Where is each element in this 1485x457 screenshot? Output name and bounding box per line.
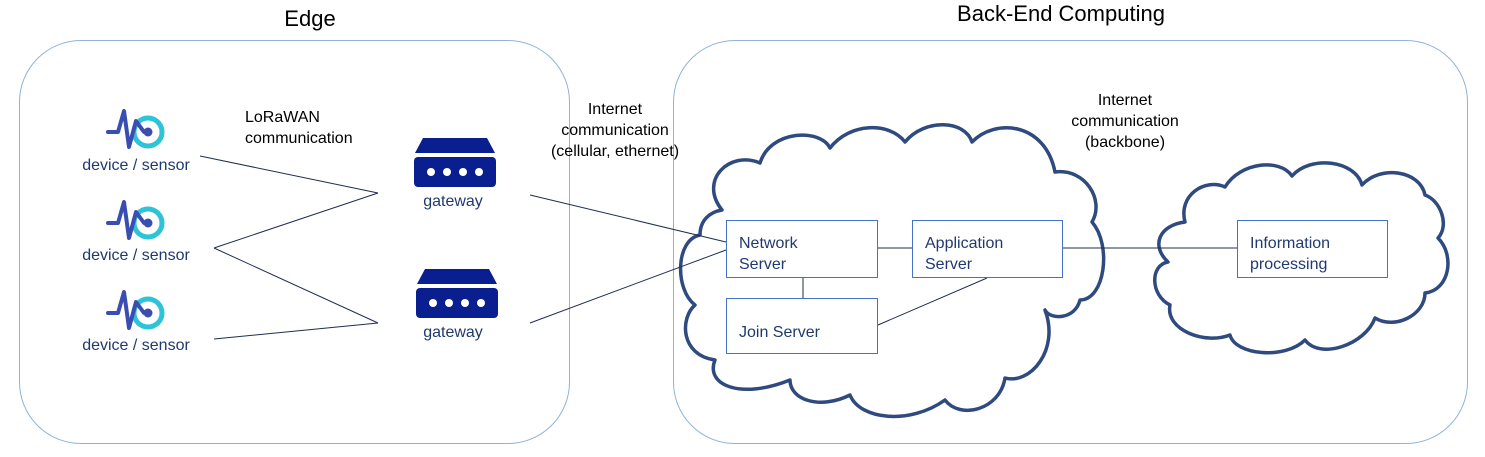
internet-communication-label: Internet communication (cellular, ethern… — [550, 101, 680, 160]
device-sensor-icon — [106, 200, 165, 240]
edge-region — [19, 40, 570, 444]
link-device1-gateway1 — [199, 155, 379, 194]
application-server-box: Application Server — [912, 220, 1063, 278]
device-sensor-icon — [106, 109, 165, 149]
device-label: device / sensor — [82, 337, 190, 354]
edge-title: Edge — [284, 6, 336, 31]
link-device2-gateway2 — [213, 247, 379, 324]
device-sensor-icon — [106, 290, 165, 330]
link-gateway2-network-server — [529, 249, 727, 324]
link-gateway1-network-server — [529, 194, 727, 243]
gateway-icon — [416, 269, 498, 318]
device-label: device / sensor — [82, 157, 190, 174]
link-join-application — [877, 277, 988, 326]
device-label: device / sensor — [82, 247, 190, 264]
back-end-title: Back-End Computing — [957, 1, 1165, 26]
lorawan-communication-label: LoRaWAN communication — [245, 109, 353, 147]
gateway-label: gateway — [423, 324, 483, 341]
backbone-communication-label: Internet communication (backbone) — [1071, 92, 1179, 151]
link-device3-gateway2 — [213, 322, 379, 340]
network-server-box: Network Server — [726, 220, 878, 278]
gateway-label: gateway — [423, 193, 483, 210]
information-processing-box: Information processing — [1237, 220, 1388, 278]
link-device2-gateway1 — [213, 192, 379, 249]
gateway-icon — [414, 138, 496, 187]
join-server-box: Join Server — [726, 298, 878, 354]
